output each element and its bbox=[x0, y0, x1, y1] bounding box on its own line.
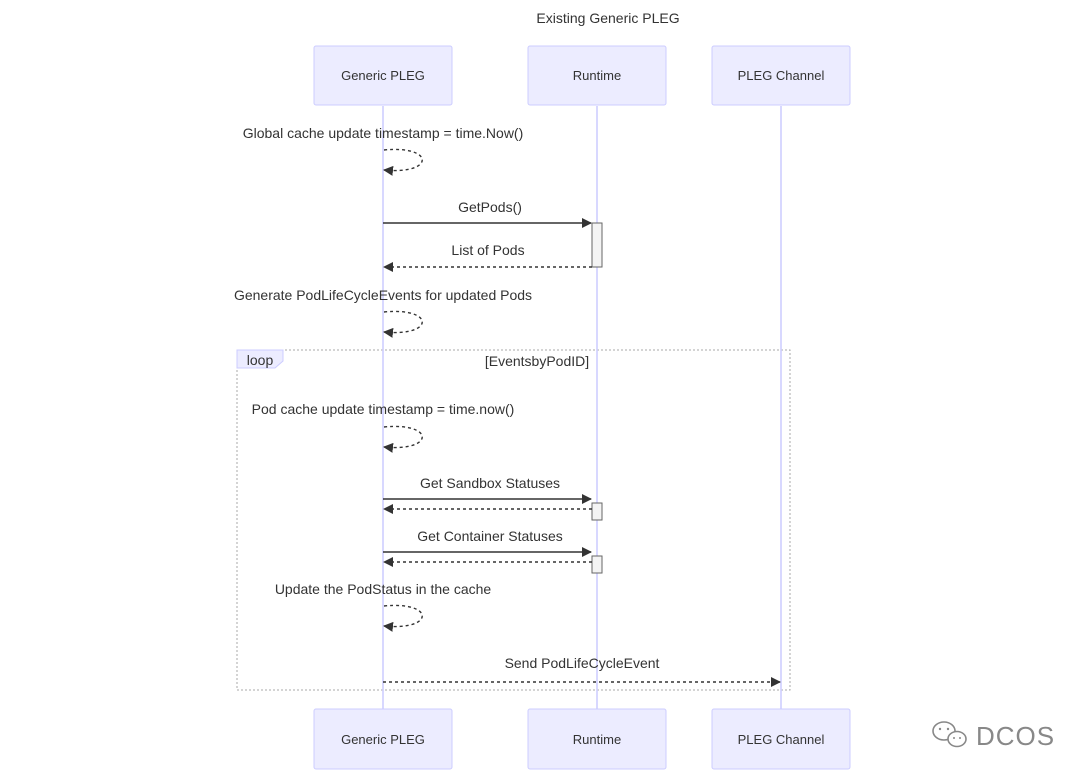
actor-runtime-top: Runtime bbox=[527, 45, 667, 106]
actor-label: Runtime bbox=[573, 68, 621, 83]
actor-label: Runtime bbox=[573, 732, 621, 747]
self-arrow-generate-events bbox=[383, 310, 423, 338]
loop-condition: [EventsbyPodID] bbox=[485, 353, 589, 369]
message-send-event-label: Send PodLifeCycleEvent bbox=[505, 655, 660, 671]
activation-bar-sandbox bbox=[591, 502, 603, 521]
diagram-title: Existing Generic PLEG bbox=[536, 10, 679, 26]
watermark-text: DCOS bbox=[976, 721, 1055, 751]
message-generate-events-label: Generate PodLifeCycleEvents for updated … bbox=[234, 287, 532, 303]
actor-label: Generic PLEG bbox=[341, 732, 425, 747]
activation-bar-container bbox=[591, 555, 603, 574]
message-container-statuses-label: Get Container Statuses bbox=[417, 528, 563, 544]
wechat-icon bbox=[932, 721, 967, 748]
actor-generic-pleg-bottom: Generic PLEG bbox=[313, 708, 453, 770]
message-sandbox-statuses-label: Get Sandbox Statuses bbox=[420, 475, 560, 491]
actor-label: Generic PLEG bbox=[341, 68, 425, 83]
loop-frame bbox=[236, 349, 791, 691]
actor-label: PLEG Channel bbox=[738, 68, 825, 83]
watermark: DCOS bbox=[932, 721, 1055, 751]
actor-pleg-channel-top: PLEG Channel bbox=[711, 45, 851, 106]
message-update-status-label: Update the PodStatus in the cache bbox=[275, 581, 492, 597]
actor-runtime-bottom: Runtime bbox=[527, 708, 667, 770]
message-getpods-label: GetPods() bbox=[458, 199, 522, 215]
self-arrow-update-status bbox=[383, 604, 423, 632]
message-pod-cache-label: Pod cache update timestamp = time.now() bbox=[252, 401, 515, 417]
self-arrow-pod-cache bbox=[383, 425, 423, 453]
message-global-cache-label: Global cache update timestamp = time.Now… bbox=[243, 125, 524, 141]
actor-pleg-channel-bottom: PLEG Channel bbox=[711, 708, 851, 770]
message-list-pods-label: List of Pods bbox=[451, 242, 524, 258]
actor-label: PLEG Channel bbox=[738, 732, 825, 747]
loop-tab bbox=[236, 349, 284, 369]
actor-generic-pleg-top: Generic PLEG bbox=[313, 45, 453, 106]
self-arrow-global-cache bbox=[383, 148, 423, 176]
loop-keyword: loop bbox=[247, 352, 274, 368]
activation-bar-getpods bbox=[591, 222, 603, 268]
